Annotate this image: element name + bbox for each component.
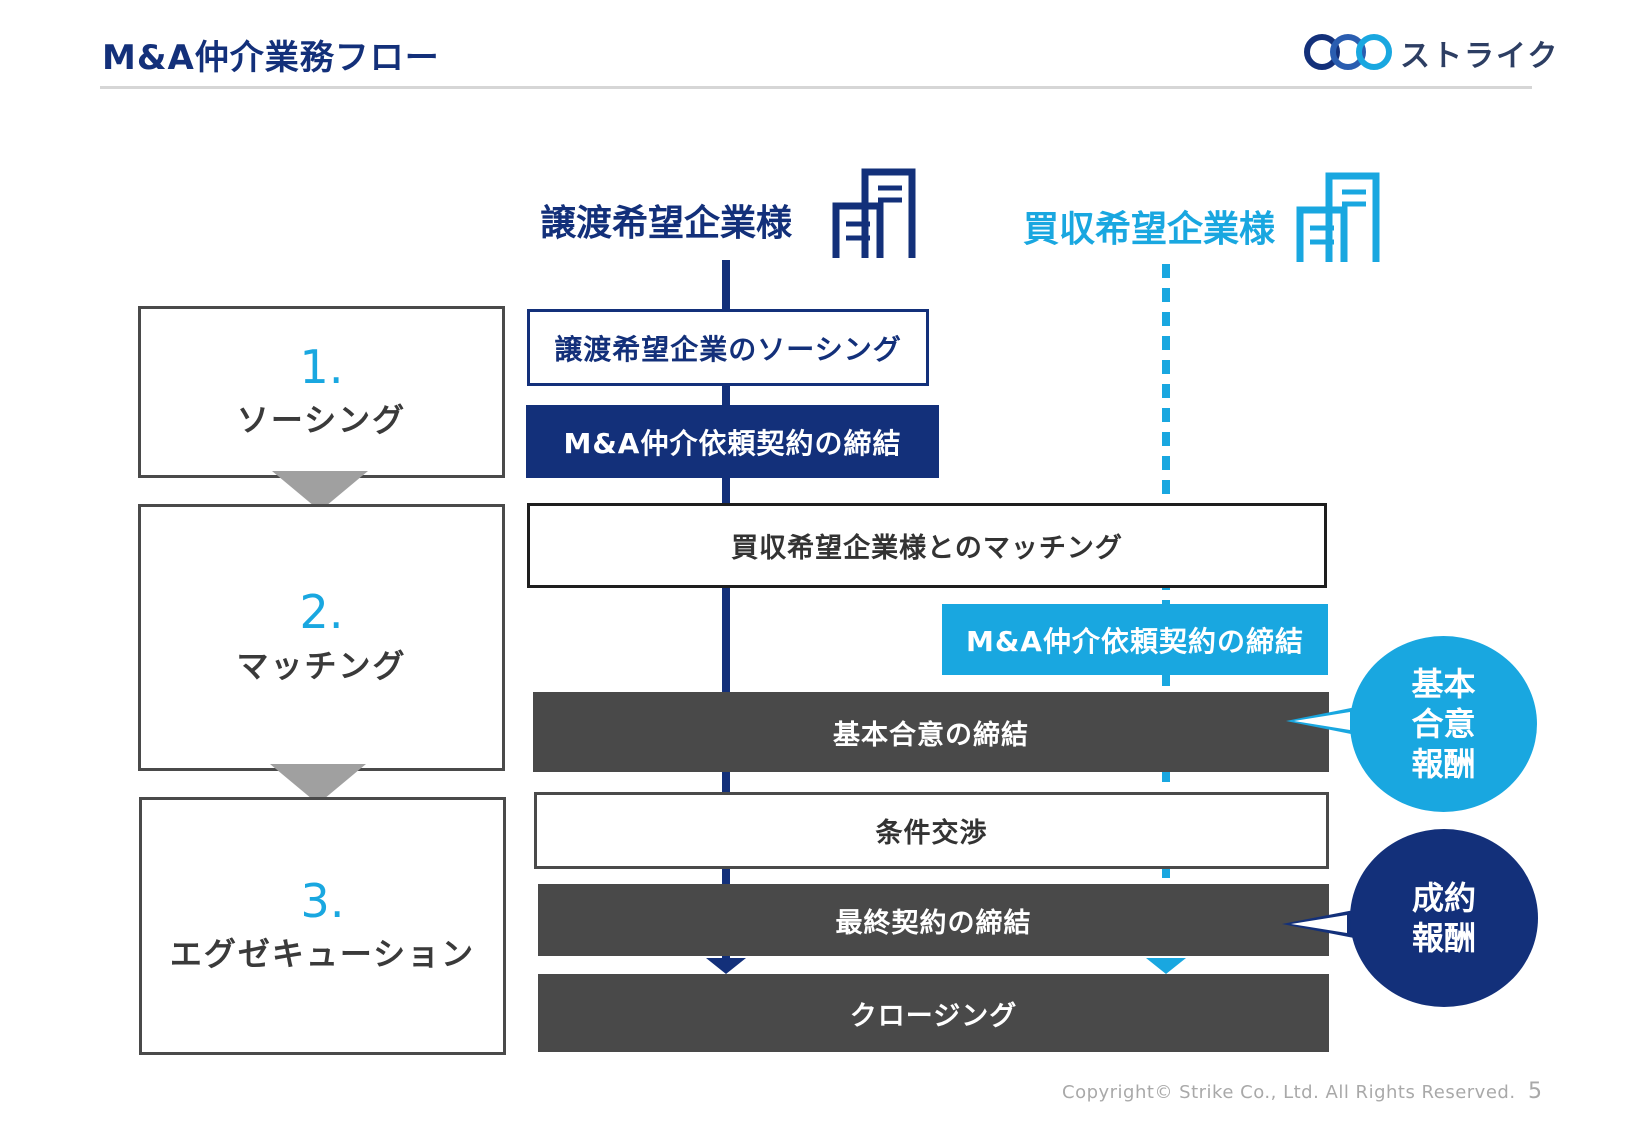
copyright-notice: Copyright© Strike Co., Ltd. All Rights R… (1062, 1082, 1516, 1103)
fee-text-line: 報酬 (1411, 745, 1476, 783)
phase-2: 2. マッチング (138, 504, 505, 771)
buyer-building-icon (1296, 172, 1380, 262)
page-title: M&A仲介業務フロー (102, 38, 440, 78)
seller-party-label: 譲渡希望企業様 (540, 203, 793, 244)
seller-building-icon (832, 168, 916, 258)
phase-label: エグゼキューション (169, 935, 476, 974)
basic-fee-pointer-inner (1294, 712, 1350, 730)
basic-agreement-fee-bubble: 基本 合意 報酬 (1350, 636, 1537, 812)
success-fee-pointer-inner (1291, 915, 1347, 933)
logo-text: ストライク (1400, 39, 1560, 74)
phase-number: 3. (300, 873, 345, 928)
buyer-party-label: 買収希望企業様 (1023, 209, 1276, 250)
phase-label: ソーシング (236, 401, 407, 440)
success-fee-bubble: 成約 報酬 (1350, 829, 1538, 1007)
phase-number: 1. (299, 339, 344, 394)
phase-3: 3. エグゼキューション (139, 797, 506, 1055)
fee-text-line: 成約 (1411, 879, 1476, 917)
seller-timeline (722, 260, 730, 960)
step-closing: クロージング (538, 974, 1329, 1052)
step-seller-mandate: M&A仲介依頼契約の締結 (526, 405, 939, 478)
step-negotiation: 条件交渉 (534, 792, 1329, 869)
step-seller-sourcing: 譲渡希望企業のソーシング (527, 309, 929, 386)
fee-text-line: 基本 (1411, 665, 1476, 703)
fee-text-line: 合意 (1411, 705, 1476, 743)
buyer-timeline-arrowhead (1146, 958, 1186, 974)
phase-1: 1. ソーシング (138, 306, 505, 478)
fee-text-line: 報酬 (1411, 919, 1476, 957)
step-basic-agreement: 基本合意の締結 (533, 692, 1329, 772)
strike-logo-icon (1304, 34, 1392, 70)
step-matching: 買収希望企業様とのマッチング (527, 503, 1327, 588)
seller-timeline-arrowhead (706, 958, 746, 974)
page-number: 5 (1528, 1079, 1542, 1104)
step-final-agreement: 最終契約の締結 (538, 884, 1329, 956)
phase-label: マッチング (236, 646, 407, 685)
step-buyer-mandate: M&A仲介依頼契約の締結 (942, 604, 1328, 675)
phase-number: 2. (299, 585, 344, 640)
header-divider (100, 86, 1532, 89)
